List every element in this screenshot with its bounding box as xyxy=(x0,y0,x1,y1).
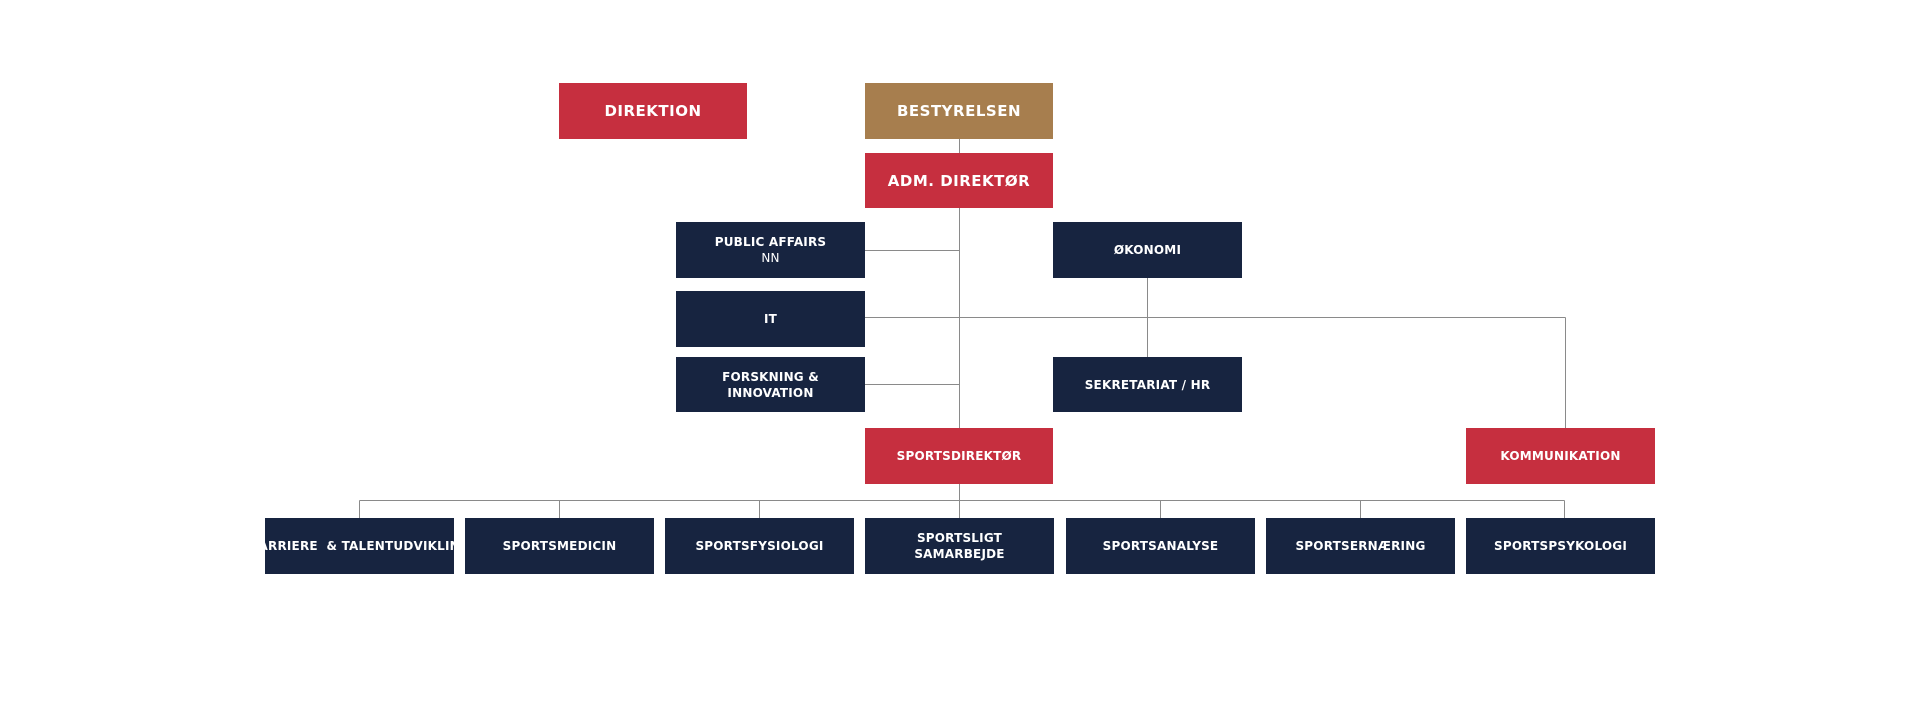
box-direktion-label: DIREKTION xyxy=(604,102,702,120)
box-okonomi-label: ØKONOMI xyxy=(1113,243,1182,257)
box-karriere-talentudvikling: KARRIERE & TALENTUDVIKLING xyxy=(249,518,470,574)
box-sportsanalyse: SPORTSANALYSE xyxy=(1066,518,1255,574)
box-adm-direktor-label: ADM. DIREKTØR xyxy=(887,171,1031,190)
box-karriere-label: KARRIERE & TALENTUDVIKLING xyxy=(249,539,470,553)
box-sportsdirektor-label: SPORTSDIREKTØR xyxy=(896,449,1022,463)
box-sportspsykologi: SPORTSPSYKOLOGI xyxy=(1466,518,1655,574)
box-forskning-label: FORSKNING & INNOVATION xyxy=(722,369,819,400)
box-bestyrelsen: BESTYRELSEN xyxy=(865,83,1053,139)
box-sportspsykologi-label: SPORTSPSYKOLOGI xyxy=(1494,539,1627,553)
box-it-label: IT xyxy=(763,312,778,326)
box-public-affairs-label: PUBLIC AFFAIRS xyxy=(714,235,827,249)
box-kommunikation-label: KOMMUNIKATION xyxy=(1500,449,1621,463)
box-sportsligt-label-2: SAMARBEJDE xyxy=(914,547,1005,561)
box-bestyrelsen-label: BESTYRELSEN xyxy=(896,102,1022,120)
box-direktion: DIREKTION xyxy=(559,83,747,139)
box-public-affairs-sub: NN xyxy=(761,251,780,265)
box-sportsligt-samarbejde: SPORTSLIGT SAMARBEJDE xyxy=(865,518,1054,574)
box-okonomi: ØKONOMI xyxy=(1053,222,1242,278)
box-sportsernaering-label: SPORTSERNÆRING xyxy=(1295,539,1426,553)
box-sportsernaering: SPORTSERNÆRING xyxy=(1266,518,1455,574)
box-public-affairs: PUBLIC AFFAIRS NN xyxy=(676,222,865,278)
box-sportsmedicin-label: SPORTSMEDICIN xyxy=(502,539,617,553)
box-adm-direktor: ADM. DIREKTØR xyxy=(865,153,1053,208)
box-sportsfysiologi: SPORTSFYSIOLOGI xyxy=(665,518,854,574)
box-it: IT xyxy=(676,291,865,347)
box-forskning-innovation: FORSKNING & INNOVATION xyxy=(676,357,865,412)
box-sportsmedicin: SPORTSMEDICIN xyxy=(465,518,654,574)
box-sekretariat-label: SEKRETARIAT / HR xyxy=(1084,377,1211,392)
box-sportsdirektor: SPORTSDIREKTØR xyxy=(865,428,1053,484)
box-sportsligt-label-1: SPORTSLIGT xyxy=(916,531,1003,545)
box-sportsfysiologi-label: SPORTSFYSIOLOGI xyxy=(695,539,824,553)
box-sekretariat-hr: SEKRETARIAT / HR xyxy=(1053,357,1242,412)
box-sportsanalyse-label: SPORTSANALYSE xyxy=(1102,539,1219,553)
box-kommunikation: KOMMUNIKATION xyxy=(1466,428,1655,484)
